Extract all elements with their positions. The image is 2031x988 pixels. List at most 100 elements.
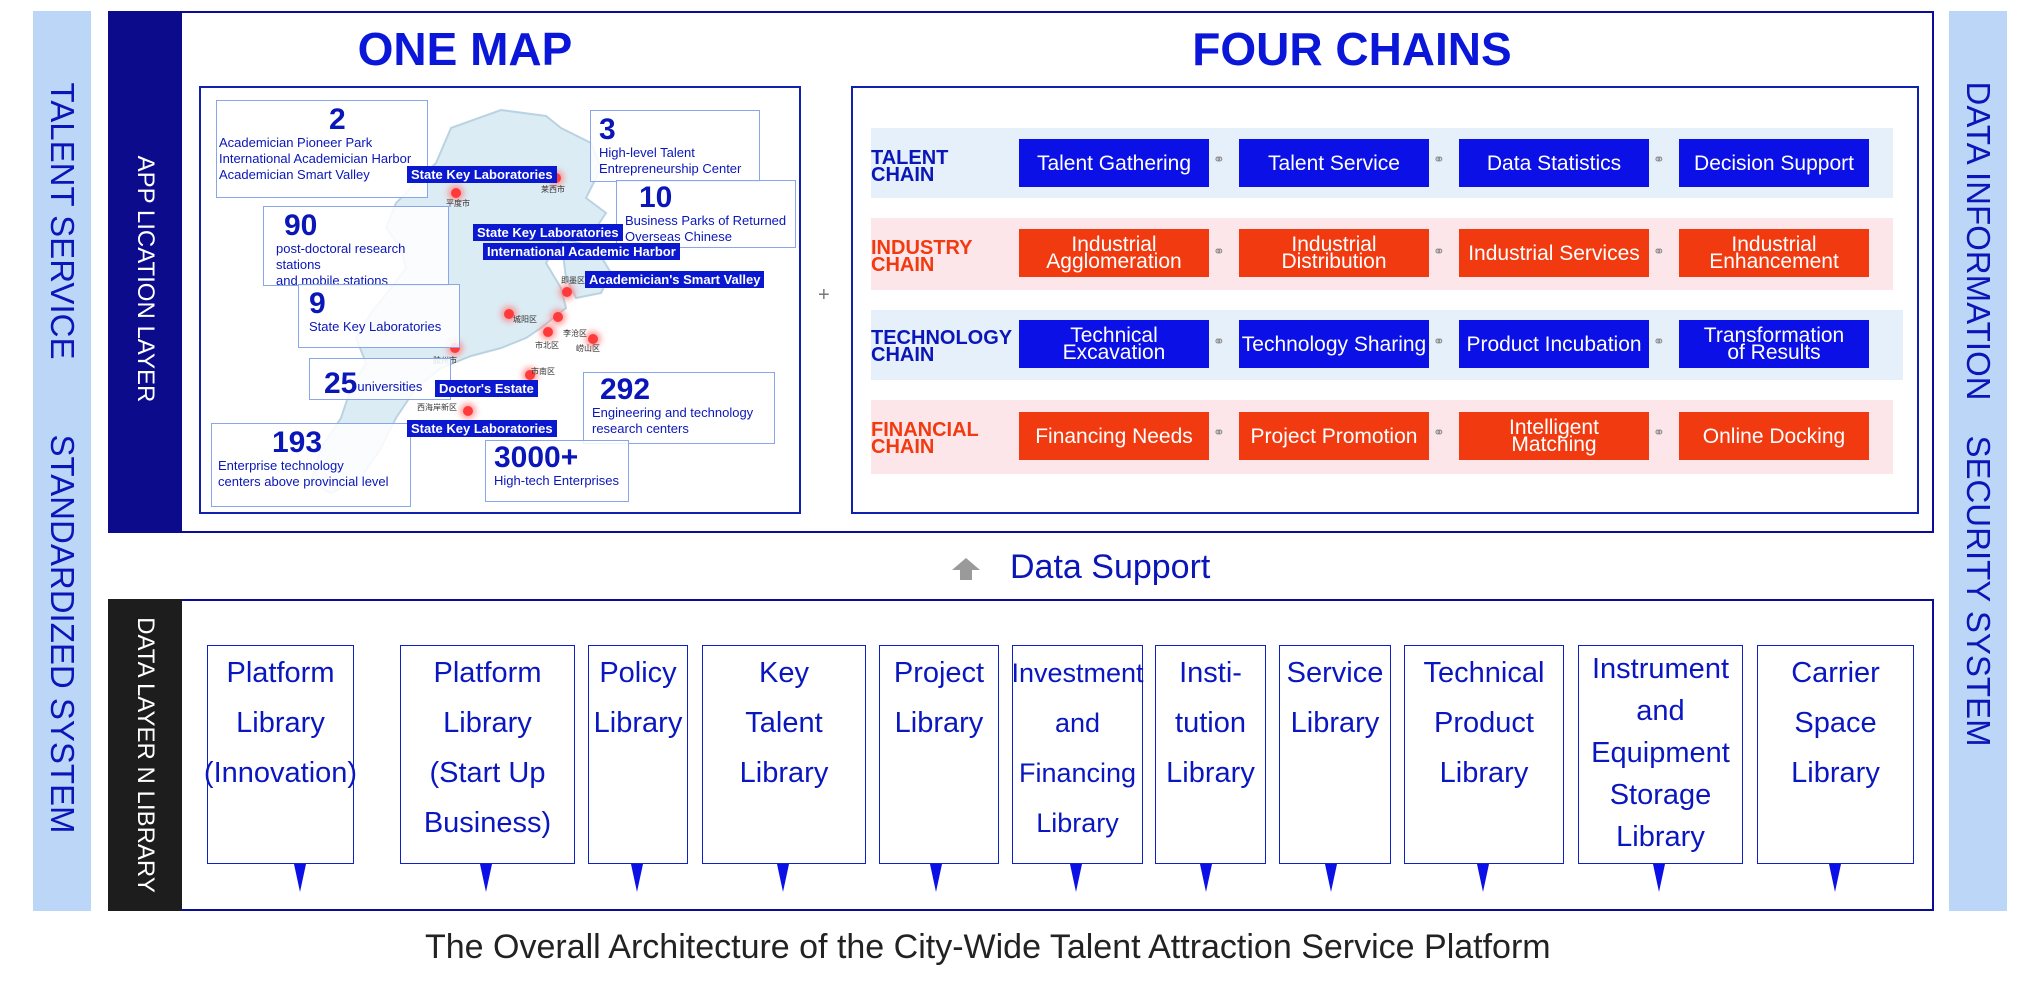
talent-chain-name: TALENT CHAIN (871, 147, 949, 186)
chain-step-financing-needs[interactable]: Financing Needs (1019, 412, 1209, 460)
four-chains-panel: TALENT CHAIN Talent Gathering ⚭ Talent S… (851, 86, 1919, 514)
map-town-label: 市南区 (531, 367, 555, 376)
technology-chain-name: TECHNOLOGY CHAIN (871, 327, 1013, 366)
library-label-line: Financing (1018, 758, 1137, 788)
stat-desc: High-level Talent (599, 145, 695, 160)
down-arrow-icon (1829, 864, 1841, 892)
stat-academician-parks: 2 Academician Pioneer Park International… (216, 100, 428, 198)
chain-step-talent-service[interactable]: Talent Service (1239, 139, 1429, 187)
library-label-line: Platform (433, 657, 542, 689)
library-label-line: (Start Up (429, 757, 546, 789)
library-label-line: Business) (423, 807, 552, 839)
application-layer-band: APP LICATION LAYER (108, 11, 182, 533)
down-arrow-icon (777, 864, 789, 892)
stat-number: 10 (639, 181, 673, 214)
stat-business-parks: 10 Business Parks of Returned Overseas C… (616, 180, 796, 248)
library-label-line: Project (893, 657, 985, 689)
stat-desc: centers above provincial level (218, 474, 389, 489)
map-dot (525, 370, 535, 380)
one-map-panel: 平度市 莱西市 即墨区 城阳区 李沧区 市北区 崂山区 胶州市 市南区 西海岸新… (199, 86, 801, 514)
chain-link-icon: ⚭ (1653, 333, 1665, 349)
stat-state-key-labs: 9 State Key Laboratories (298, 284, 460, 348)
chain-link-icon: ⚭ (1653, 424, 1665, 440)
library-label-line: Library (1616, 821, 1705, 853)
map-dot (543, 327, 553, 337)
library-label-line: Space (1794, 707, 1877, 739)
stat-desc: Academician Smart Valley (219, 167, 370, 182)
down-arrow-icon (294, 864, 306, 892)
chain-step-project-promotion[interactable]: Project Promotion (1239, 412, 1429, 460)
stat-number: 2 (329, 103, 346, 136)
map-dot (463, 406, 473, 416)
stat-postdoctoral-stations: 90 post-doctoral research stations and m… (263, 206, 449, 288)
chain-step-product-incubation[interactable]: Product Incubation (1459, 320, 1649, 368)
stat-desc: Entrepreneurship Center (599, 161, 742, 176)
map-town-label: 平度市 (446, 199, 470, 208)
chain-step-industrial-services[interactable]: Industrial Services (1459, 229, 1649, 277)
down-arrow-icon (1200, 864, 1212, 892)
library-label-line: Technical (1423, 657, 1545, 689)
talent-chain-row: TALENT CHAIN Talent Gathering ⚭ Talent S… (871, 128, 1893, 198)
down-arrow-icon (1070, 864, 1082, 892)
chain-link-icon: ⚭ (1433, 151, 1445, 167)
library-label-line: tution (1175, 707, 1246, 739)
plus-sign: + (818, 284, 830, 306)
library-label-line: Insti- (1179, 657, 1242, 689)
library-label-line: Platform (226, 657, 335, 689)
one-map-title: ONE MAP (357, 23, 573, 75)
library-label-line: Carrier (1791, 657, 1880, 689)
chain-step-online-docking[interactable]: Online Docking (1679, 412, 1869, 460)
chain-step-decision-support[interactable]: Decision Support (1679, 139, 1869, 187)
stat-enterprise-tech-centers: 193 Enterprise technology centers above … (211, 423, 411, 507)
library-label-line: and (1054, 708, 1101, 738)
stat-number: 3000+ (494, 441, 579, 474)
chain-step-talent-gathering[interactable]: Talent Gathering (1019, 139, 1209, 187)
chain-link-icon: ⚭ (1653, 243, 1665, 259)
up-arrow-icon (952, 558, 980, 580)
stat-number: 25 (324, 367, 358, 400)
stat-number: 90 (284, 209, 318, 242)
library-label-line: Library (593, 707, 683, 739)
right-pillar-bottom-label: SECURITY SYSTEM (1960, 435, 1997, 747)
stat-desc: Engineering and technology (592, 405, 754, 420)
chain-step-data-statistics[interactable]: Data Statistics (1459, 139, 1649, 187)
map-town-label: 李沧区 (563, 329, 587, 338)
map-dot (553, 312, 563, 322)
data-layer-band: DATA LAYER N LIBRARY (108, 599, 182, 911)
down-arrow-icon (930, 864, 942, 892)
stat-number: 3 (599, 113, 616, 146)
library-label-line: Key (759, 657, 809, 689)
stat-engineering-centers: 292 Engineering and technology research … (583, 372, 775, 444)
stat-universities: 25 universities (309, 358, 451, 400)
stat-desc: Business Parks of Returned (625, 213, 787, 228)
library-label-line: Instrument (1592, 653, 1729, 685)
stat-desc: Enterprise technology (218, 458, 344, 473)
stat-desc: universities (357, 379, 423, 394)
chain-step-technology-sharing[interactable]: Technology Sharing (1239, 320, 1429, 368)
financial-chain-row: FINANCIAL CHAIN Financing Needs ⚭ Projec… (871, 400, 1893, 474)
library-label-line: Library (1791, 757, 1880, 789)
library-label-line: (Innovation) (203, 757, 358, 789)
data-layer-label: DATA LAYER N LIBRARY (132, 617, 159, 893)
map-dot (562, 287, 572, 297)
chain-link-icon: ⚭ (1213, 243, 1225, 259)
map-dot (504, 309, 514, 319)
